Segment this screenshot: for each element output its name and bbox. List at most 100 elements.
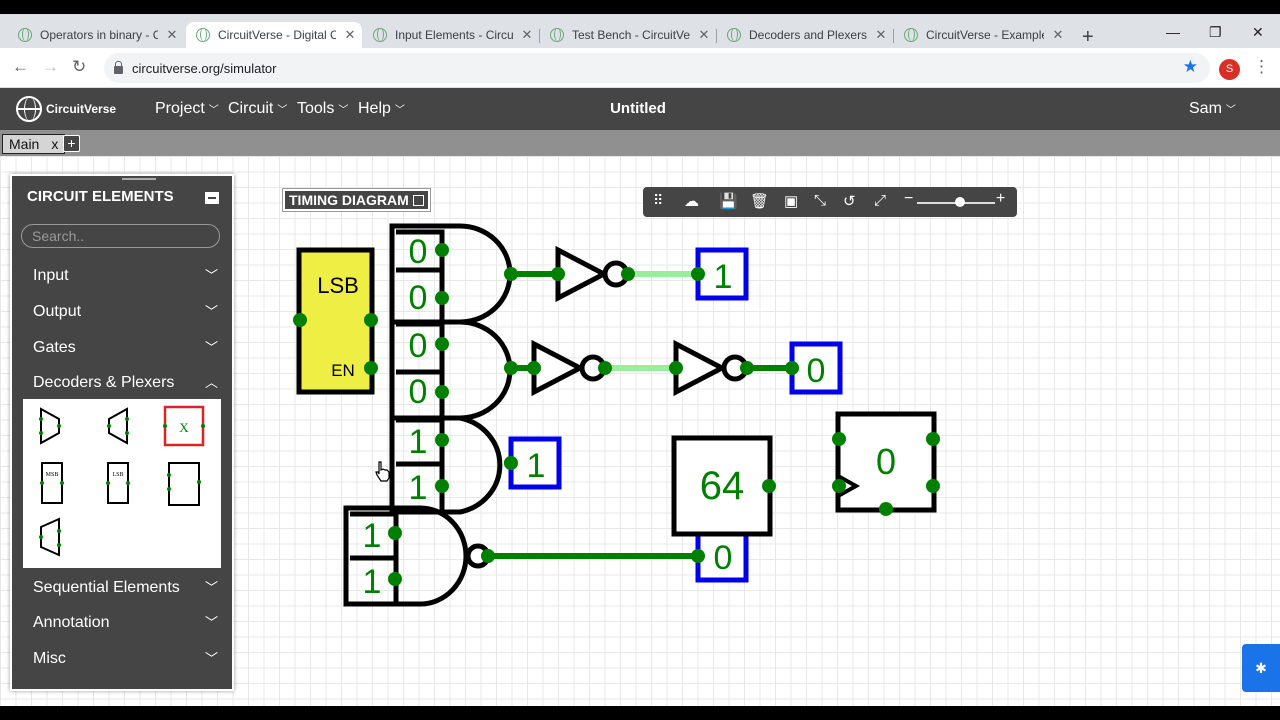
and-gate	[389, 415, 503, 515]
output-probes[interactable]: 1 0 1 0	[504, 247, 843, 583]
browser-tab[interactable]: Operators in binary - Ci ✕	[8, 22, 186, 48]
close-tab-icon[interactable]: ✕	[521, 27, 533, 42]
chevron-down-icon: ﹀	[204, 340, 218, 355]
constant-value-block[interactable]: 64	[671, 435, 776, 537]
restore-icon[interactable]: ❐	[1209, 24, 1222, 40]
save-icon[interactable]: 💾	[719, 193, 738, 210]
msb-icon[interactable]: MSB	[40, 462, 64, 504]
browser-tab[interactable]: Test Bench - CircuitVers ✕	[540, 22, 716, 48]
zoom-in-icon[interactable]: +	[996, 190, 1006, 207]
decoder-icon[interactable]	[39, 517, 61, 557]
close-window-icon[interactable]: ✕	[1252, 24, 1264, 40]
address-bar[interactable]: circuitverse.org/simulator ★	[104, 53, 1210, 83]
menu-project[interactable]: Project﹀	[155, 100, 219, 118]
browser-tab-active[interactable]: CircuitVerse - Digital Ci ✕	[186, 22, 362, 48]
node[interactable]	[762, 479, 776, 493]
browser-tab-title: CircuitVerse - Digital Ci	[218, 28, 336, 42]
input-bit[interactable]: 1	[363, 563, 382, 601]
browser-toolbar: ← → ↻ circuitverse.org/simulator ★ S ⋮	[0, 48, 1280, 88]
browser-menu-icon[interactable]: ⋮	[1253, 57, 1270, 76]
add-circuit-button[interactable]: +	[63, 135, 80, 152]
node[interactable]	[481, 549, 495, 563]
element-search-input[interactable]	[21, 224, 220, 248]
element-grid: X MSB LSB	[23, 399, 221, 568]
minimize-panel-icon[interactable]	[205, 192, 219, 204]
node[interactable]	[388, 526, 402, 540]
close-tab-icon[interactable]: ✕	[1052, 27, 1064, 42]
zoom-slider-knob[interactable]	[954, 197, 965, 207]
panel-drag-handle[interactable]	[122, 178, 156, 180]
close-tab-icon[interactable]: ✕	[344, 27, 356, 42]
user-menu[interactable]: Sam﹀	[1189, 100, 1236, 118]
menu-help[interactable]: Help﹀	[358, 100, 405, 118]
image-icon[interactable]: ▣	[784, 193, 799, 210]
browser-tab[interactable]: Decoders and Plexers - ✕	[717, 22, 893, 48]
menu-tools[interactable]: Tools﹀	[297, 100, 348, 118]
report-issue-button[interactable]: ✱	[1242, 644, 1280, 692]
nand-gate[interactable]: 1 1	[343, 505, 495, 607]
lsb-input-node[interactable]	[293, 313, 307, 327]
fit-icon[interactable]: ⤡	[814, 192, 827, 209]
back-icon[interactable]: ←	[12, 57, 29, 76]
category-gates[interactable]: Gates﹀	[12, 331, 232, 365]
browser-tab[interactable]: Input Elements - Circuit ✕	[363, 22, 539, 48]
category-label: Input	[33, 267, 69, 284]
input-bit[interactable]: 0	[409, 373, 428, 411]
circuitverse-logo[interactable]: CircuitVerse	[16, 96, 116, 122]
category-decoders-plexers[interactable]: Decoders & Plexers︿	[12, 366, 232, 400]
drag-handle-icon[interactable]: ⠿	[653, 192, 663, 208]
profile-avatar[interactable]: S	[1219, 59, 1240, 80]
not-nodes[interactable]	[527, 267, 754, 375]
reload-icon[interactable]: ↻	[72, 57, 87, 76]
input-bit[interactable]: 0	[409, 327, 428, 365]
lock-icon	[114, 61, 123, 74]
menu-circuit[interactable]: Circuit﹀	[228, 100, 287, 118]
lsb-output-node[interactable]	[364, 313, 378, 327]
close-tab-icon[interactable]: ✕	[698, 27, 710, 42]
bookmark-star-icon[interactable]: ★	[1182, 57, 1198, 76]
fullscreen-icon[interactable]: ⤢	[874, 192, 887, 209]
lsb-icon[interactable]: LSB	[106, 462, 130, 504]
input-bit[interactable]: 1	[363, 517, 382, 555]
zoom-out-icon[interactable]: −	[904, 190, 914, 207]
close-tab-icon[interactable]: ✕	[166, 27, 178, 42]
d-flip-flop[interactable]: 0	[832, 411, 940, 516]
external-link-icon	[412, 195, 424, 206]
input-bit[interactable]: 1	[409, 469, 428, 507]
bit-selector-icon[interactable]: X	[163, 405, 205, 447]
multiplexer-icon[interactable]	[39, 407, 61, 445]
minimize-icon[interactable]: —	[1166, 24, 1180, 40]
globe-icon	[904, 28, 918, 42]
simulator-canvas[interactable]: LSB EN 0 0 0 0 1 1	[0, 156, 1280, 706]
input-bit[interactable]: 1	[409, 423, 428, 461]
circuit-tab-close[interactable]: x	[51, 136, 59, 152]
node[interactable]	[388, 572, 402, 586]
priority-encoder-icon[interactable]	[167, 462, 201, 506]
forward-icon[interactable]: →	[42, 57, 59, 76]
delete-icon[interactable]: 🗑	[750, 193, 770, 210]
category-output[interactable]: Output﹀	[12, 295, 232, 329]
close-tab-icon[interactable]: ✕	[875, 27, 887, 42]
project-title[interactable]: Untitled	[610, 100, 666, 117]
browser-tab[interactable]: CircuitVerse - Examples ✕	[894, 22, 1070, 48]
chevron-down-icon: ﹀	[204, 651, 218, 666]
undo-icon[interactable]: ↺	[843, 193, 856, 210]
and-nodes[interactable]	[435, 243, 518, 493]
new-tab-button[interactable]: +	[1082, 26, 1094, 48]
category-input[interactable]: Input﹀	[12, 259, 232, 293]
lsb-component[interactable]: LSB EN	[293, 247, 378, 395]
category-misc[interactable]: Misc﹀	[12, 642, 232, 676]
timing-diagram-label: TIMING DIAGRAM	[289, 192, 409, 208]
circuit-diagram[interactable]: LSB EN 0 0 0 0 1 1	[0, 156, 1280, 706]
lsb-enable-node[interactable]	[364, 361, 378, 375]
input-bit[interactable]: 0	[409, 233, 428, 271]
timing-diagram-button[interactable]: TIMING DIAGRAM	[282, 188, 431, 212]
category-annotation[interactable]: Annotation﹀	[12, 606, 232, 640]
demultiplexer-icon[interactable]	[107, 407, 129, 445]
chevron-down-icon: ﹀	[277, 105, 288, 116]
input-bit[interactable]: 0	[409, 279, 428, 317]
category-sequential-elements[interactable]: Sequential Elements﹀	[12, 571, 232, 605]
constant-body	[671, 435, 773, 537]
cloud-upload-icon[interactable]: ☁	[684, 193, 699, 210]
